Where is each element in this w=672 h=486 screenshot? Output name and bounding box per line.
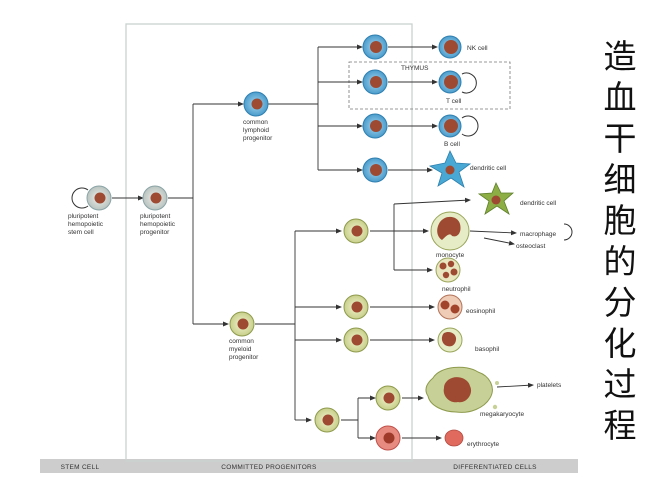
b-progenitor-cell	[362, 113, 388, 139]
dendritic-lymphoid-progenitor-cell	[362, 157, 388, 183]
title-char: 造	[603, 37, 637, 76]
stem-cell-line-1: pluripotent	[68, 213, 99, 220]
erythrocyte-label: erythrocyte	[467, 441, 500, 448]
title-char: 干	[603, 119, 637, 158]
macrophage-self-renewal-loop	[563, 223, 573, 241]
osteoclast-label: osteoclast	[516, 243, 545, 250]
common-myeloid-line-2: myeloid	[229, 346, 252, 353]
common-lymphoid-line-1: common	[243, 119, 268, 126]
nk-cell	[438, 35, 462, 59]
b-cell	[438, 114, 462, 138]
common-myeloid-line-1: common	[229, 338, 254, 345]
megakaryocyte-cell	[425, 366, 499, 413]
pluripotent-progenitor-line-1: pluripotent	[140, 213, 171, 220]
pluripotent-progenitor-cell	[142, 185, 168, 211]
b-cell-self-renewal-loop	[461, 115, 479, 137]
dendritic-cell-green	[477, 182, 515, 216]
title-char: 的	[603, 242, 637, 281]
eosinophil-label: eosinophil	[466, 308, 496, 315]
megakaryocyte-erythroid-progenitor-cell	[314, 407, 340, 433]
dendritic-cell-blue	[428, 150, 472, 189]
eosinophil-cell	[437, 294, 463, 320]
title-char: 分	[603, 283, 637, 322]
nk-cell-label: NK cell	[467, 45, 488, 52]
megakaryocyte-progenitor-cell	[375, 385, 401, 411]
common-lymphoid-progenitor-label: common lymphoid progenitor	[243, 119, 273, 142]
stem-cell-line-2: hemopoietic	[68, 221, 104, 228]
monocyte-progenitor-cell	[343, 218, 369, 244]
title-char: 化	[603, 324, 637, 363]
stem-cell-label: pluripotent hemopoietic stem cell	[68, 213, 105, 236]
common-lymphoid-progenitor-cell	[243, 91, 269, 117]
title-char: 血	[603, 78, 637, 117]
t-progenitor-cell	[362, 69, 388, 95]
dendritic-cell-label-1: dendritic cell	[470, 165, 507, 172]
t-cell-self-renewal-loop	[461, 72, 477, 94]
thymus-box	[348, 61, 511, 110]
erythrocyte-cell	[444, 429, 464, 447]
eosinophil-progenitor-cell	[343, 294, 369, 320]
band-committed	[126, 459, 412, 473]
title-char: 过	[603, 365, 637, 404]
committed-progenitors-box	[125, 23, 413, 462]
bottom-band: STEM CELL COMMITTED PROGENITORS DIFFEREN…	[40, 459, 578, 473]
connectors	[112, 44, 534, 441]
common-lymphoid-line-3: progenitor	[243, 135, 273, 142]
thymus-label: THYMUS	[401, 65, 429, 72]
erythroid-progenitor-cell	[375, 425, 401, 451]
chinese-title: 造 血 干 细 胞 的 分 化 过 程	[600, 36, 640, 446]
pluripotent-progenitor-label: pluripotent hemopoietic progenitor	[140, 213, 177, 236]
title-char: 程	[603, 406, 637, 445]
neutrophil-label: neutrophil	[442, 286, 471, 293]
band-stem-label: STEM CELL	[61, 464, 100, 471]
common-myeloid-progenitor-cell	[229, 311, 255, 337]
monocyte-cell	[430, 211, 470, 251]
macrophage-label: macrophage	[520, 231, 557, 238]
nk-progenitor-cell	[362, 34, 388, 60]
platelets-label: platelets	[537, 382, 562, 389]
basophil-progenitor-cell	[343, 327, 369, 353]
band-differentiated	[412, 459, 578, 473]
monocyte-label: monocyte	[436, 252, 465, 259]
stem-cell	[86, 185, 112, 211]
basophil-cell	[437, 327, 463, 353]
title-char: 细	[603, 160, 637, 199]
title-char: 胞	[603, 201, 637, 240]
megakaryocyte-label: megakaryocyte	[480, 411, 524, 418]
t-cell	[438, 70, 462, 94]
common-myeloid-progenitor-label: common myeloid progenitor	[229, 338, 259, 361]
t-cell-label: T cell	[446, 98, 462, 105]
stem-cell-line-3: stem cell	[68, 229, 94, 236]
common-lymphoid-line-2: lymphoid	[243, 127, 269, 134]
band-stem	[40, 459, 126, 473]
band-committed-label: COMMITTED PROGENITORS	[221, 464, 317, 471]
self-renewal-loops	[71, 72, 573, 241]
pluripotent-progenitor-line-3: progenitor	[140, 229, 170, 236]
dendritic-cell-label-2: dendritic cell	[520, 200, 557, 207]
neutrophil-cell	[435, 257, 461, 283]
basophil-label: basophil	[475, 346, 500, 353]
pluripotent-progenitor-line-2: hemopoietic	[140, 221, 176, 228]
b-cell-label: B cell	[444, 141, 460, 148]
band-differentiated-label: DIFFERENTIATED CELLS	[453, 464, 537, 471]
common-myeloid-line-3: progenitor	[229, 354, 259, 361]
stem-self-renewal-loop	[71, 187, 89, 209]
